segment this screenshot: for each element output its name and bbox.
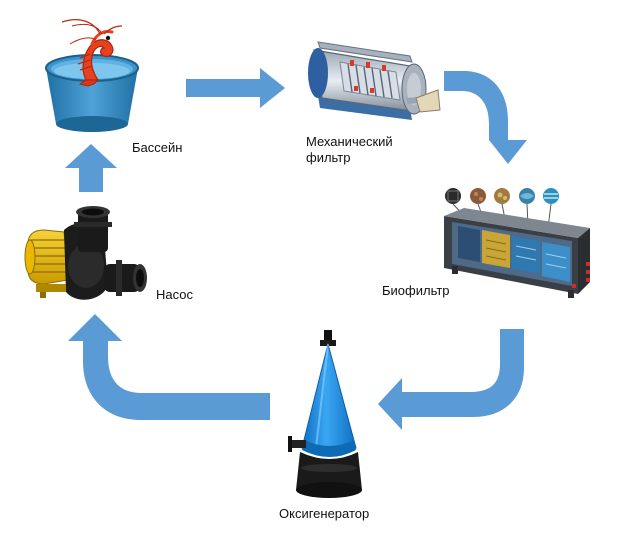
label-biofilter: Биофильтр	[382, 283, 450, 298]
oxygen-cone-icon	[288, 330, 362, 498]
arrow-pump-to-pool	[65, 144, 117, 192]
arrow-mechanical-filter-to-biofilter	[444, 71, 527, 164]
shrimp-icon	[61, 19, 123, 87]
label-mechanical-filter: Механический фильтр	[306, 134, 393, 165]
drum-filter-icon	[308, 41, 441, 120]
arrow-biofilter-to-oxygenator	[378, 329, 524, 430]
filter-media-samples	[445, 188, 559, 229]
label-pump: Насос	[156, 287, 193, 302]
label-pool: Бассейн	[132, 140, 183, 155]
biofilter-tank-icon	[444, 188, 590, 298]
arrow-pool-to-mechanical-filter	[186, 68, 285, 108]
label-oxygenator: Оксигенератор	[279, 506, 370, 521]
arrow-oxygenator-to-pump	[68, 314, 270, 420]
round-tank-with-shrimp-icon	[45, 19, 139, 132]
water-pump-icon	[24, 206, 147, 300]
